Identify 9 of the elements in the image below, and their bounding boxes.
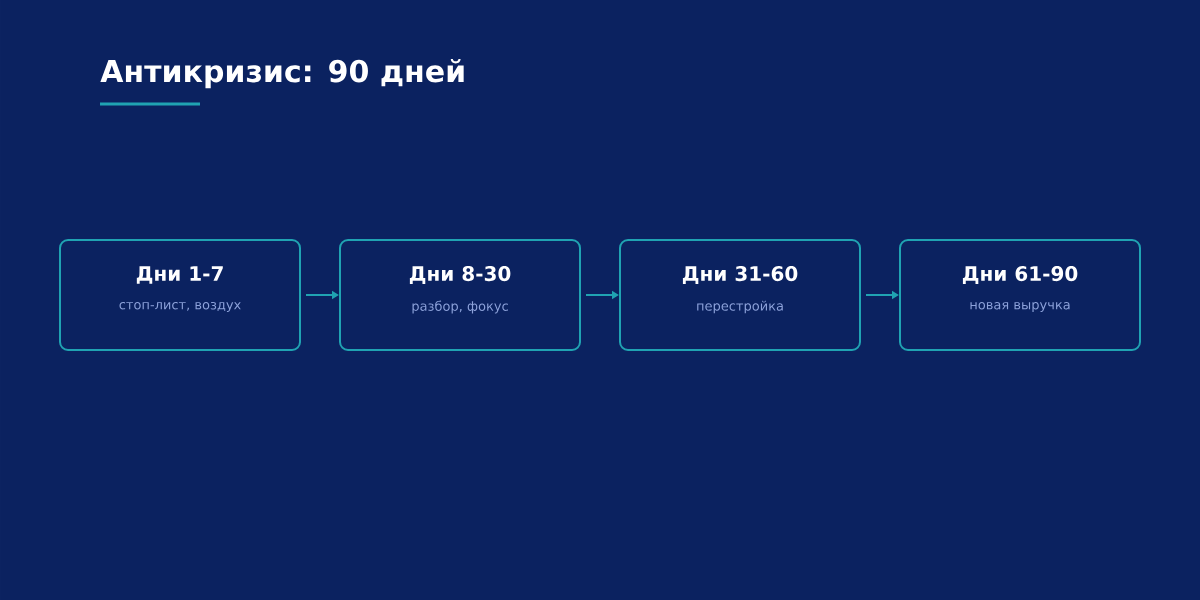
stage-title: Дни 8-30 bbox=[409, 266, 511, 284]
stage-subtitle: перестройка bbox=[697, 300, 783, 314]
stage-title: Дни 1-7 bbox=[136, 266, 223, 284]
stage-title: Дни 31-60 bbox=[682, 266, 798, 284]
title: Антикризис: 90 дней bbox=[100, 59, 464, 89]
stage-subtitle: новая выручка bbox=[970, 302, 1070, 312]
stage-title: Дни 61-90 bbox=[962, 266, 1078, 284]
stage-subtitle: стоп-лист, воздух bbox=[119, 302, 241, 312]
stage-subtitle: разбор, фокус bbox=[412, 300, 508, 314]
